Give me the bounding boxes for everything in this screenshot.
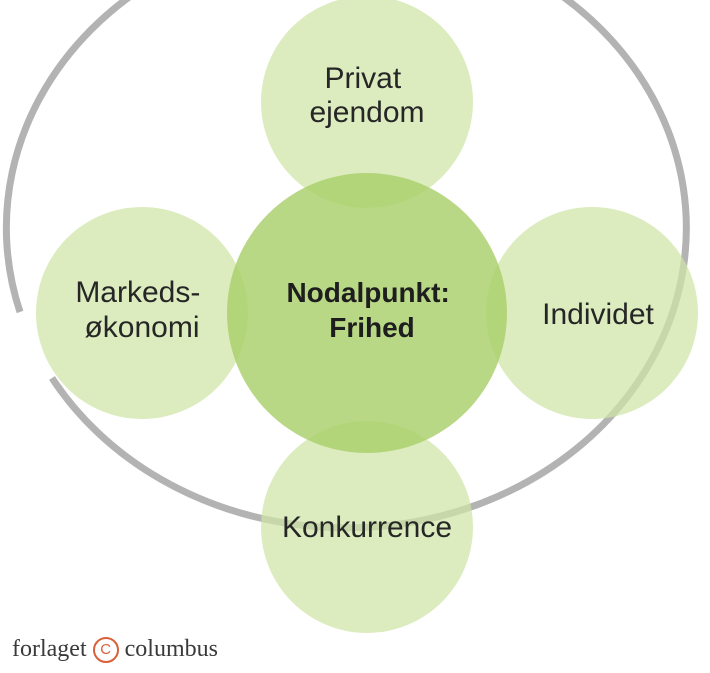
logo-word-left: forlaget (12, 636, 87, 662)
publisher-logo: forlaget C columbus (12, 636, 218, 663)
center-node-circle (227, 173, 507, 453)
node-left-label: Markeds- økonomi (75, 276, 208, 344)
node-bottom-circle (261, 421, 473, 633)
copyright-icon: C (92, 636, 119, 663)
node-top-line2: ejendom (309, 96, 424, 129)
node-bottom-line1: Konkurrence (282, 511, 452, 544)
node-left-circle (36, 207, 248, 419)
node-top-label: Privat ejendom (309, 62, 424, 129)
node-top-line1: Privat (324, 62, 401, 95)
node-right-line1: Individet (542, 298, 654, 331)
center-label: Nodalpunkt: Frihed (286, 277, 457, 343)
logo-word-right: columbus (124, 636, 218, 662)
center-line2: Frihed (329, 312, 415, 343)
node-left-line2: økonomi (84, 311, 199, 344)
node-left-line1: Markeds- (75, 276, 200, 309)
node-top-circle (261, 0, 473, 208)
node-right-circle (486, 207, 698, 419)
node-right-label: Individet (542, 298, 654, 331)
node-bottom-label: Konkurrence (282, 511, 452, 544)
center-line1: Nodalpunkt: (286, 277, 449, 308)
